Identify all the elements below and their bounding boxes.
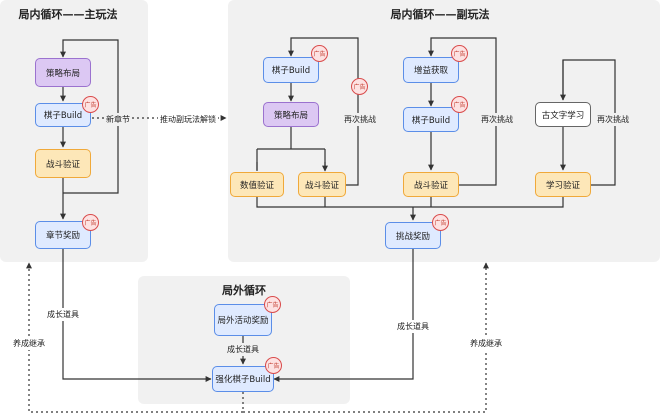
node-battle-side2: 战斗验证 <box>403 172 459 197</box>
label-unlock-side: 推动副玩法解锁 <box>158 113 218 126</box>
ad-badge-chapter-reward: 广告 <box>82 214 99 231</box>
label-new-chapter: 新章节 <box>104 113 132 126</box>
node-challenge-reward: 挑战奖励 <box>385 222 441 249</box>
edge-merge-to-challenge <box>256 197 564 208</box>
ad-badge-retry1: 广告 <box>351 78 368 95</box>
ad-badge-challenge-reward: 广告 <box>432 214 449 231</box>
ad-badge-build-main: 广告 <box>82 96 99 113</box>
edge-inherit-left <box>26 262 244 413</box>
edge-chapter-to-enhance <box>62 249 212 382</box>
node-build-main: 棋子Build <box>35 103 91 127</box>
main-loop-title: 局内循环——主玩法 <box>18 8 118 21</box>
edge-retry2-loop <box>428 37 497 186</box>
outer-loop-title: 局外循环 <box>222 284 266 297</box>
ad-badge-outer-event: 广告 <box>264 296 281 313</box>
node-gain-obtain: 增益获取 <box>403 57 459 83</box>
node-strategy-main: 策略布局 <box>35 58 91 87</box>
edge-strategy-split <box>256 127 326 170</box>
edge-challenge-to-enhance <box>273 249 414 382</box>
node-enhance-build: 强化棋子Build <box>212 366 274 392</box>
ad-badge-enhance-build: 广告 <box>265 357 282 374</box>
label-retry-3: 再次挑战 <box>596 113 630 126</box>
node-ancient-text: 古文字学习 <box>535 102 591 127</box>
edge-retry1-loop <box>288 37 359 186</box>
node-strategy-side: 策略布局 <box>263 102 319 127</box>
node-battle-side1: 战斗验证 <box>298 172 346 197</box>
node-learn-check: 学习验证 <box>535 172 591 197</box>
node-numeric-check: 数值验证 <box>230 172 284 197</box>
label-inherit-right: 养成继承 <box>469 337 503 350</box>
label-retry-2: 再次挑战 <box>480 113 514 126</box>
edge-new-chapter-loop <box>60 39 119 194</box>
node-build-side2: 棋子Build <box>403 107 459 132</box>
ad-badge-build-side1: 广告 <box>311 45 328 62</box>
ad-badge-gain-obtain: 广告 <box>451 45 468 62</box>
edge-split-arrows <box>256 162 325 171</box>
label-growth-items-left: 成长道具 <box>46 308 80 321</box>
label-retry-1: 再次挑战 <box>343 113 377 126</box>
node-battle-main: 战斗验证 <box>35 149 91 178</box>
label-growth-items-mid: 成长道具 <box>226 343 260 356</box>
node-build-side1: 棋子Build <box>263 57 319 83</box>
label-inherit-left: 养成继承 <box>12 337 46 350</box>
node-chapter-reward: 章节奖励 <box>35 221 91 249</box>
side-loop-title: 局内循环——副玩法 <box>390 8 490 21</box>
main-loop-panel <box>0 0 148 262</box>
node-outer-event-reward: 局外活动奖励 <box>214 304 272 336</box>
label-growth-items-right: 成长道具 <box>396 320 430 333</box>
edge-inherit-right <box>243 262 489 413</box>
edge-retry3-loop <box>560 59 616 186</box>
ad-badge-build-side2: 广告 <box>451 96 468 113</box>
